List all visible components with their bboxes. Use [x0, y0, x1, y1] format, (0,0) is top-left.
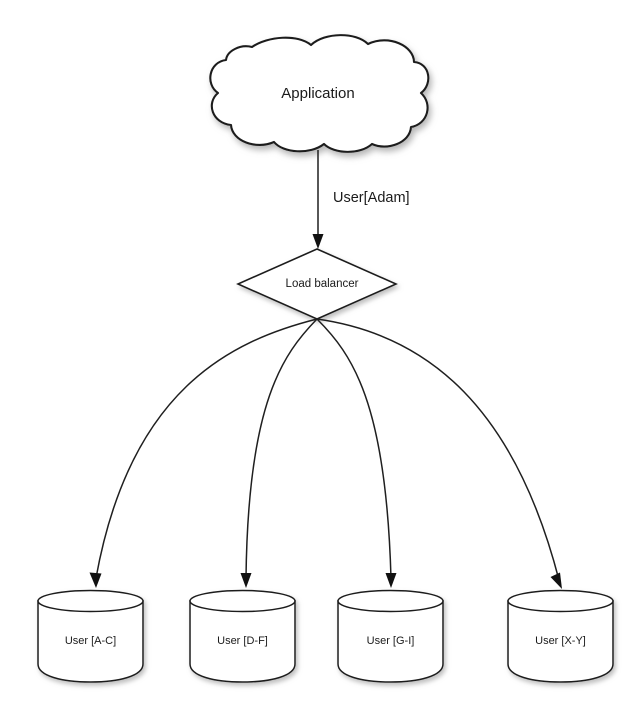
edge-cloud-to-balancer [312, 150, 324, 249]
edge-balancer-to-db-3 [316, 318, 562, 589]
cylinder-label-0: User [A-C] [65, 635, 116, 647]
node-cylinder-0[interactable]: User [A-C] [37, 589, 144, 683]
node-diamond-load-balancer[interactable]: Load balancer [236, 248, 398, 320]
node-cylinder-1[interactable]: User [D-F] [189, 589, 296, 683]
cloud-label: Application [281, 85, 354, 102]
edge-label-user-adam: User[Adam] [333, 190, 410, 206]
cylinder-label-1: User [D-F] [217, 635, 268, 647]
node-cylinder-2[interactable]: User [G-I] [337, 589, 444, 683]
node-cloud-application[interactable]: Application [209, 34, 430, 153]
node-cylinder-3[interactable]: User [X-Y] [507, 589, 614, 683]
diamond-label: Load balancer [286, 278, 359, 290]
cylinder-label-3: User [X-Y] [535, 635, 586, 647]
edge-balancer-to-db-0 [89, 318, 318, 588]
edge-balancer-to-db-2 [316, 318, 397, 588]
edge-balancer-to-db-1 [240, 318, 318, 588]
cylinder-label-2: User [G-I] [367, 635, 415, 647]
